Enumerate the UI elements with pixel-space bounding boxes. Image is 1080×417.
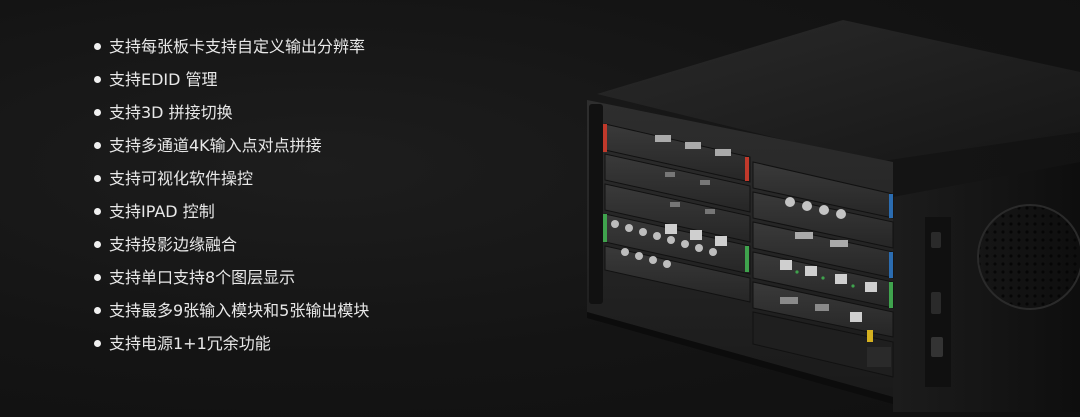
bullet-icon (94, 208, 101, 215)
feature-item: 支持3D 拼接切换 (94, 96, 369, 129)
feature-label: 支持投影边缘融合 (109, 235, 238, 254)
feature-item: 支持可视化软件操控 (94, 162, 369, 195)
video-processor-chassis-illustration (587, 20, 1080, 412)
right-card-column (752, 161, 894, 378)
feature-label: 支持多通道4K输入点对点拼接 (109, 136, 322, 155)
bullet-icon (94, 307, 101, 314)
feature-item: 支持每张板卡支持自定义输出分辨率 (94, 30, 369, 63)
bullet-icon (94, 340, 101, 347)
left-handle (589, 104, 603, 304)
chassis-top (597, 20, 1080, 162)
feature-label: 支持3D 拼接切换 (109, 103, 233, 122)
feature-item: 支持单口支持8个图层显示 (94, 261, 369, 294)
bullet-icon (94, 274, 101, 281)
feature-list: 支持每张板卡支持自定义输出分辨率 支持EDID 管理 支持3D 拼接切换 支持多… (94, 30, 369, 360)
chassis-bottom-lip (587, 312, 893, 404)
feature-item: 支持电源1+1冗余功能 (94, 327, 369, 360)
bullet-icon (94, 175, 101, 182)
bullet-icon (94, 241, 101, 248)
feature-label: 支持可视化软件操控 (109, 169, 254, 188)
bullet-icon (94, 43, 101, 50)
bullet-icon (94, 142, 101, 149)
fan-grille (978, 205, 1080, 309)
feature-label: 支持最多9张输入模块和5张输出模块 (109, 301, 370, 320)
left-card-column (603, 123, 751, 303)
feature-item: 支持投影边缘融合 (94, 228, 369, 261)
feature-item: 支持最多9张输入模块和5张输出模块 (94, 294, 369, 327)
bullet-icon (94, 76, 101, 83)
feature-label: 支持每张板卡支持自定义输出分辨率 (109, 37, 366, 56)
feature-label: 支持EDID 管理 (109, 70, 218, 89)
feature-item: 支持多通道4K输入点对点拼接 (94, 129, 369, 162)
feature-item: 支持IPAD 控制 (94, 195, 369, 228)
feature-label: 支持电源1+1冗余功能 (109, 334, 271, 353)
feature-label: 支持IPAD 控制 (109, 202, 215, 221)
bullet-icon (94, 109, 101, 116)
feature-label: 支持单口支持8个图层显示 (109, 268, 296, 287)
feature-item: 支持EDID 管理 (94, 63, 369, 96)
